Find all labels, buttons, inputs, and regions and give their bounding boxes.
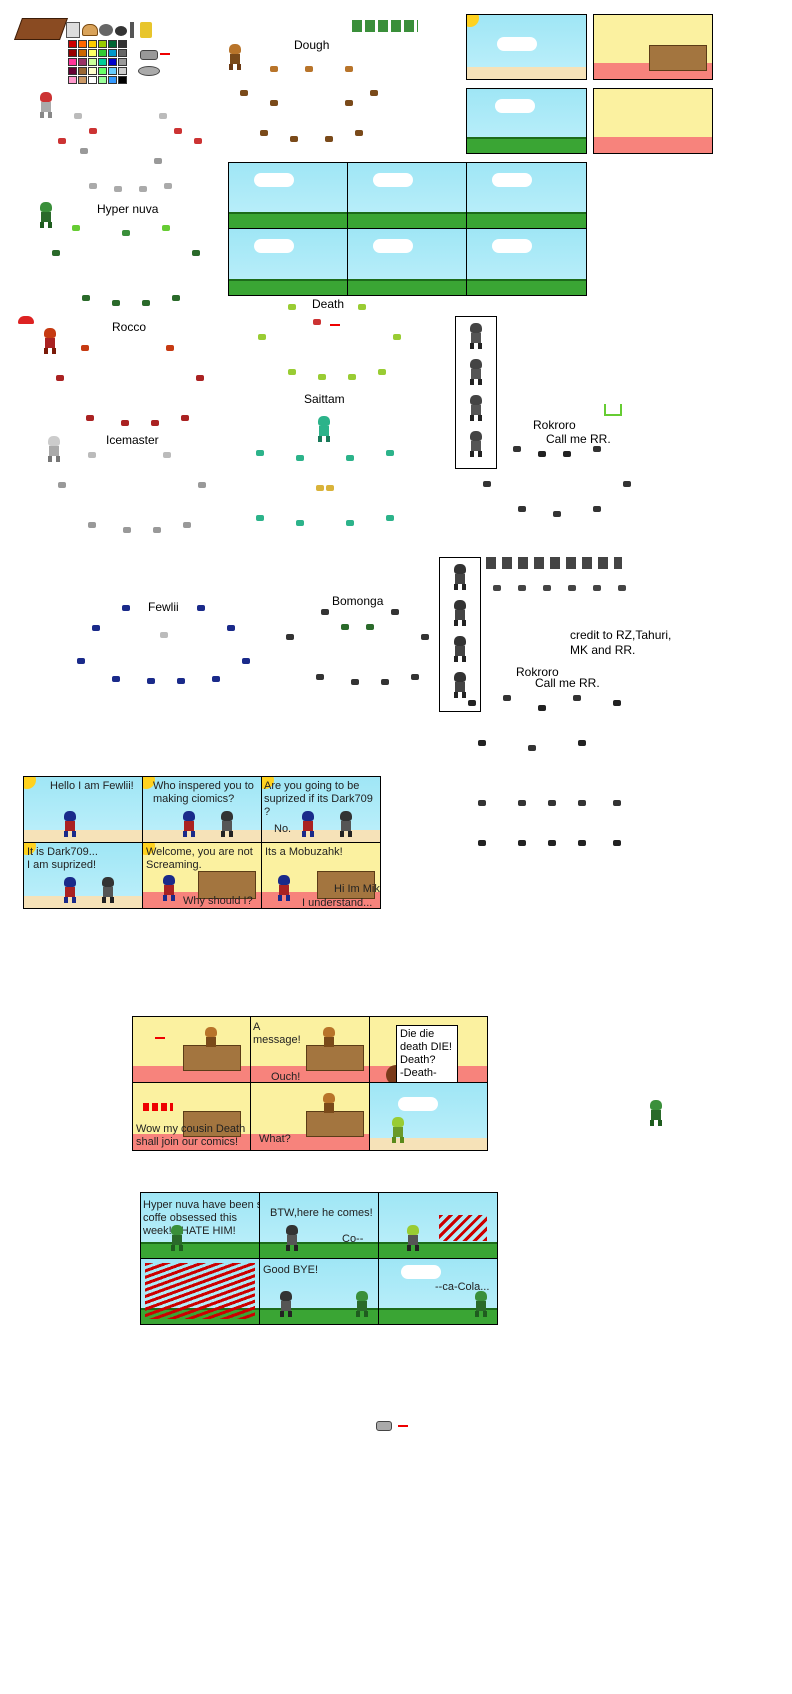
comic3-panel-3 [378, 1192, 498, 1259]
comic1-panel-5: Welcome, you are not Screaming. Why shou… [142, 842, 262, 909]
mini-heads-row [352, 20, 418, 32]
death-sprite-parts [248, 304, 408, 384]
label-death: Death [312, 297, 345, 311]
pose-strip-1 [455, 316, 497, 469]
bed-sprite [13, 18, 69, 40]
loose-blaster-sprite [376, 1421, 392, 1431]
hyper-nuva-sprite [40, 202, 52, 228]
comic1-panel-3: Are you going to be suprized if its Dark… [261, 776, 381, 843]
comic1-panel-6: Its a Mobuzahk! Hi Im Mike! I understand… [261, 842, 381, 909]
comic1-panel-2: Who inspered you to making ciomics? [142, 776, 262, 843]
dough-sprite-parts [230, 60, 390, 150]
comic3-panel-1: Hyper nuva have been so coffe obsessed t… [140, 1192, 260, 1259]
beach-background-tile [466, 14, 587, 80]
comic-strip-1: Hello I am Fewlii! Who inspered you to m… [23, 776, 381, 909]
comic1-panel-1: Hello I am Fewlii! [23, 776, 143, 843]
label-saittam: Saittam [304, 392, 345, 406]
comic2-panel-2: A message! Ouch! [250, 1016, 370, 1083]
label-rocco: Rocco [112, 320, 147, 334]
rocco-sprite-parts [46, 345, 216, 430]
label-rokroro-2: Rokroro [516, 665, 559, 679]
comic2-panel-1 [132, 1016, 251, 1083]
santa-hat-sprite [18, 316, 34, 324]
rokroro-2-sprite-parts [448, 690, 638, 860]
loose-blaster-bolt [398, 1425, 408, 1427]
lone-green-sprite [650, 1100, 662, 1126]
empty-room-tile [593, 88, 713, 154]
pie-icon [82, 24, 98, 36]
comic2-panel-4: Wow my cousin Death shall join our comic… [132, 1082, 251, 1151]
saittam-sprite-parts [236, 445, 416, 535]
blaster-sprite [140, 50, 158, 60]
dough-sprite [229, 44, 241, 70]
credit-text: credit to RZ,Tahuri, MK and RR. [570, 628, 672, 657]
pose-strip-2 [439, 557, 481, 712]
dark-sprite-parts [488, 580, 633, 610]
pan-icon [115, 26, 127, 36]
book-icon [66, 22, 80, 38]
icemaster-sprite [48, 436, 60, 462]
label-rokroro-1: Rokroro [533, 418, 576, 432]
color-palette [68, 40, 132, 85]
label-call-me-1: Call me RR. [546, 432, 611, 446]
office-background-tile [593, 14, 713, 80]
saittam-sprite [318, 416, 330, 442]
field-background-tile [466, 88, 587, 154]
fewlii-sprite-parts [72, 600, 257, 685]
silver-sprite-parts [44, 108, 214, 198]
comic2-panel-6 [369, 1082, 488, 1151]
background-grid [228, 162, 587, 296]
comic3-panel-2: BTW,here he comes! Co-- [259, 1192, 379, 1259]
rock-icon [99, 24, 113, 36]
label-icemaster: Icemaster [106, 433, 159, 447]
comic3-panel-6: --ca-Cola... [378, 1258, 498, 1325]
death-speech-bubble: Die die death DIE! Death? -Death- [396, 1025, 458, 1082]
label-fewlii: Fewlii [148, 600, 179, 614]
hammer-icon [130, 22, 134, 38]
comic-strip-2: A message! Ouch! Die die death DIE! Deat… [132, 1016, 488, 1151]
comic3-panel-4 [140, 1258, 260, 1325]
label-call-me-2: Call me RR. [535, 676, 600, 690]
blaster-bolt [160, 53, 170, 55]
silver-hero-sprite [40, 92, 52, 118]
plant-icon [140, 22, 152, 38]
icemaster-sprite-parts [48, 452, 218, 537]
comic3-panel-5: Good BYE! [259, 1258, 379, 1325]
comic2-panel-5: What? [250, 1082, 370, 1151]
disk-sprite [138, 66, 160, 76]
rocco-sprite [44, 328, 56, 354]
mask-icon [604, 404, 622, 416]
label-dough: Dough [294, 38, 330, 52]
comic-strip-3: Hyper nuva have been so coffe obsessed t… [140, 1192, 498, 1325]
hyper-nuva-sprite-parts [42, 220, 212, 310]
death-blaster-bolt [330, 324, 340, 326]
label-bomonga: Bomonga [332, 594, 384, 608]
bomonga-sprite-parts [276, 604, 436, 689]
comic1-panel-4: It is Dark709... I am suprized! [23, 842, 143, 909]
label-hyper-nuva: Hyper nuva [97, 202, 159, 216]
rokroro-1-sprite-parts [478, 446, 638, 521]
comic2-panel-3: Die die death DIE! Death? -Death- [369, 1016, 488, 1083]
heads-row [486, 557, 622, 569]
